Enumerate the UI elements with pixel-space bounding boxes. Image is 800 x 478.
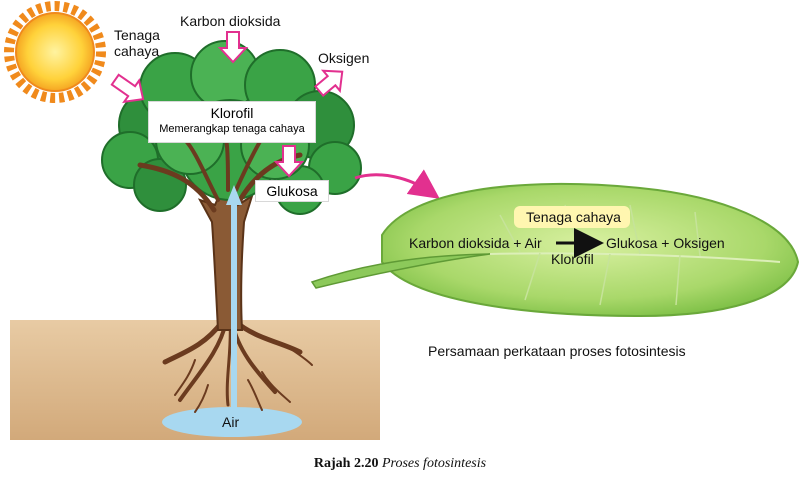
equation-condition-bottom: Klorofil — [551, 251, 594, 267]
equation-condition-bg — [514, 206, 630, 228]
chlorophyll-title: Klorofil — [210, 105, 254, 121]
glucose-arrow — [273, 145, 305, 178]
equation-reactants: Karbon dioksida + Air — [409, 235, 542, 251]
light-energy-label: Tenaga cahaya — [114, 27, 160, 59]
water-puddle — [162, 407, 302, 437]
equation-caption: Persamaan perkataan proses fotosintesis — [428, 343, 686, 359]
figure-title: Proses fotosintesis — [381, 456, 487, 471]
water-transport-arrowhead — [226, 185, 242, 205]
figure-number: Rajah 2.20 — [313, 456, 379, 471]
carbon-dioxide-label: Karbon dioksida — [180, 13, 281, 29]
chlorophyll-subtitle: Memerangkap tenaga cahaya — [159, 123, 305, 135]
oxygen-arrow — [314, 69, 344, 98]
chlorophyll-box: Klorofil Memerangkap tenaga cahaya — [148, 101, 316, 143]
figure-caption: Rajah 2.20 Proses fotosintesis — [0, 456, 800, 472]
water-label: Air — [222, 414, 240, 430]
leaf — [310, 182, 800, 318]
to-leaf-arrow — [354, 169, 440, 199]
equation-condition-top: Tenaga cahaya — [526, 209, 621, 225]
glucose-box: Glukosa — [255, 180, 329, 202]
light-energy-arrow — [110, 73, 145, 104]
carbon-dioxide-arrow — [217, 31, 249, 64]
oxygen-label: Oksigen — [318, 50, 370, 66]
equation-products: Glukosa + Oksigen — [606, 235, 725, 251]
sun-icon — [4, 1, 106, 103]
